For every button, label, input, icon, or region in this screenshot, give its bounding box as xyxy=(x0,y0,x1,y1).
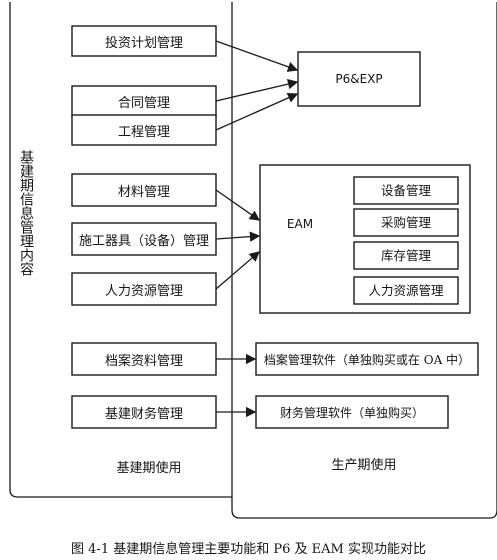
eam-module-box-procurement xyxy=(353,208,459,237)
archive-software-box xyxy=(255,342,479,376)
module-box-hr xyxy=(71,272,217,306)
arrow-investment-to-p6 xyxy=(215,40,299,72)
arrow-materials-to-eam xyxy=(215,189,261,221)
module-materials-label: 材料管理 xyxy=(118,185,170,200)
arrow-engineering-to-p6 xyxy=(215,92,299,131)
eam-module-inventory-label: 库存管理 xyxy=(381,248,432,263)
archive-software-label: 档案管理软件（单独购买或在 OA 中） xyxy=(264,352,470,367)
arrow-hr-to-eam xyxy=(215,251,260,290)
right-region-footer-label: 生产期使用 xyxy=(331,457,396,473)
module-engineering-label: 工程管理 xyxy=(118,125,170,140)
p6-exp-label: P6&EXP xyxy=(335,72,382,86)
arrow-contract-to-p6 xyxy=(215,79,299,102)
module-hr-label: 人力资源管理 xyxy=(105,284,183,299)
module-contract-label: 合同管理 xyxy=(118,96,170,111)
eam-module-box-equipment xyxy=(353,176,459,205)
eam-module-hr-label: 人力资源管理 xyxy=(368,283,444,298)
eam-module-procurement-label: 采购管理 xyxy=(381,215,432,230)
finance-software-label: 财务管理软件（单独购买） xyxy=(280,405,424,420)
module-box-archives xyxy=(71,342,217,376)
module-finance-label: 基建财务管理 xyxy=(105,406,183,422)
left-region-footer-label: 基建期使用 xyxy=(116,460,181,476)
module-box-finance xyxy=(71,395,217,429)
module-construction-equipment-label: 施工器具（设备）管理 xyxy=(79,233,209,249)
left-region-vertical-label: 基建期信息管理内容 xyxy=(18,150,34,276)
arrow-equipment-to-eam xyxy=(215,231,261,242)
left-region-border xyxy=(9,2,232,498)
figure-caption: 图 4-1 基建期信息管理主要功能和 P6 及 EAM 实现功能对比 xyxy=(71,542,426,557)
module-archives-label: 档案资料管理 xyxy=(105,354,183,369)
module-investment-plan-label: 投资计划管理 xyxy=(105,35,183,51)
module-box-engineering xyxy=(71,114,217,146)
eam-module-equipment-label: 设备管理 xyxy=(381,183,432,198)
p6-exp-box xyxy=(297,51,421,107)
module-box-materials xyxy=(71,173,217,207)
eam-module-box-inventory xyxy=(353,241,459,270)
eam-module-box-hr xyxy=(353,276,459,305)
eam-label: EAM xyxy=(287,217,313,231)
